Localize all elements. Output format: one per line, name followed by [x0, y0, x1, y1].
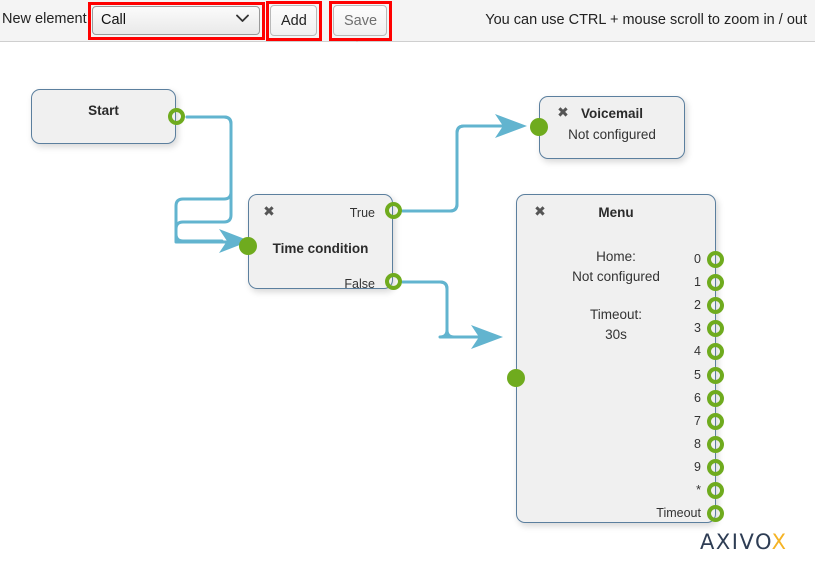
node-menu-port-label-4: 4 [694, 344, 701, 359]
zoom-hint-text: You can use CTRL + mouse scroll to zoom … [485, 12, 807, 28]
node-menu-output-port-1[interactable] [707, 274, 724, 292]
node-menu-output-port-6[interactable] [707, 389, 724, 407]
node-menu-output-port-2[interactable] [707, 297, 724, 315]
node-menu-timeout-label: Timeout: [589, 307, 643, 322]
node-menu-output-port-7[interactable] [707, 412, 724, 430]
node-start-title: Start [88, 103, 119, 118]
node-menu-output-port-3[interactable] [707, 320, 724, 338]
node-voicemail[interactable]: ✖ Voicemail Not configured [539, 96, 685, 159]
node-menu-port-label-8: 8 [694, 436, 701, 451]
node-menu-input-port[interactable] [507, 369, 525, 387]
node-menu-port-label-7: 7 [694, 413, 701, 428]
node-menu-port-label-6: 6 [694, 390, 701, 405]
node-voicemail-status: Not configured [568, 127, 656, 142]
close-icon[interactable]: ✖ [534, 204, 546, 220]
close-icon[interactable]: ✖ [263, 204, 275, 220]
node-start[interactable]: Start [31, 89, 176, 144]
node-start-output-port[interactable] [168, 108, 185, 125]
node-time-condition-input-port[interactable] [239, 237, 257, 255]
flow-canvas[interactable]: Start ✖ Time condition True False ✖ Voic… [0, 42, 815, 562]
node-menu-port-label-0: 0 [694, 252, 701, 266]
save-button[interactable]: Save [333, 5, 387, 36]
node-menu-home-label: Home: [596, 249, 636, 264]
node-voicemail-title: Voicemail [580, 106, 644, 121]
node-time-condition-output-true[interactable] [385, 202, 402, 219]
node-menu-output-port-5[interactable] [707, 366, 724, 384]
node-menu-output-port-0[interactable] [707, 251, 724, 268]
close-icon[interactable]: ✖ [557, 105, 569, 121]
node-menu-output-port-*[interactable] [707, 482, 724, 499]
node-menu-output-port-8[interactable] [707, 435, 724, 453]
node-menu-port-label-5: 5 [694, 367, 701, 382]
port-label-false: False [344, 277, 375, 291]
node-time-condition[interactable]: ✖ Time condition True False [248, 194, 393, 291]
node-menu-port-label-timeout: Timeout [656, 506, 701, 521]
node-menu-port-label-3: 3 [694, 321, 701, 336]
logo-main-text: AXIVO [700, 530, 772, 554]
edge-layer [174, 114, 527, 349]
toolbar: New element Call Add Save You can use CT… [0, 0, 815, 42]
node-time-condition-title: Time condition [272, 241, 369, 256]
node-menu-timeout-value: 30s [605, 327, 627, 342]
node-voicemail-input-port[interactable] [530, 118, 548, 136]
new-element-select[interactable]: Call [92, 6, 260, 35]
node-menu-title: Menu [598, 205, 634, 220]
node-menu-port-label-1: 1 [694, 275, 701, 290]
node-menu-home-value: Not configured [572, 269, 660, 284]
new-element-label: New element [2, 11, 87, 27]
logo-accent-text: X [771, 530, 788, 554]
node-time-condition-output-false[interactable] [385, 273, 402, 290]
node-menu-port-label-9: 9 [694, 459, 701, 474]
add-button[interactable]: Add [270, 5, 317, 36]
node-menu-output-port-4[interactable] [707, 343, 724, 361]
axivox-logo: AXIVOX [700, 530, 788, 554]
port-label-true: True [349, 206, 375, 220]
node-menu-port-label-2: 2 [694, 298, 701, 313]
node-menu-port-label-*: * [696, 483, 701, 497]
node-menu-output-port-9[interactable] [707, 458, 724, 476]
node-menu-output-port-timeout[interactable] [707, 505, 724, 523]
